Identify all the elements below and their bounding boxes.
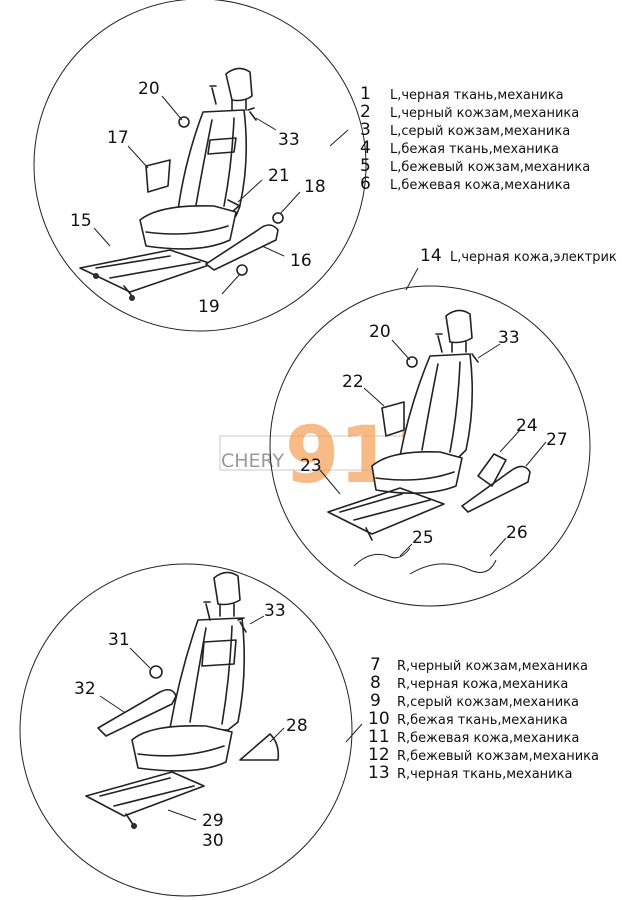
legend-top-num-1: 1 <box>360 84 371 104</box>
callout-bot-28: 28 <box>286 716 308 736</box>
hinge-cover-bottom <box>239 733 280 761</box>
callout-16: 16 <box>290 251 312 271</box>
legend-bottom-num-10: 10 <box>368 709 390 729</box>
side-trim <box>205 224 279 271</box>
legend-top-text-1: L,черная ткань,механика <box>390 88 564 103</box>
callout-21: 21 <box>268 166 290 186</box>
callout-18: 18 <box>304 177 326 197</box>
legend-bottom-num-12: 12 <box>368 745 390 765</box>
seat-frame-mid <box>327 487 445 535</box>
headrest-mid <box>445 309 473 344</box>
legend-bottom-text-11: R,бежевая кожа,механика <box>397 731 579 746</box>
seat-cushion <box>139 204 237 250</box>
legend-top-num-6: 6 <box>360 174 371 194</box>
legend-bottom-num-13: 13 <box>368 763 390 783</box>
legend-top: 1 L,черная ткань,механика 2 L,черный кож… <box>329 84 590 194</box>
hinge-cover <box>145 159 171 193</box>
headrest-bottom <box>213 571 241 606</box>
wire-harness-26 <box>409 559 497 575</box>
callout-bot-30: 30 <box>202 831 224 851</box>
legend-bottom-text-12: R,бежевый кожзам,механика <box>397 749 599 764</box>
seat-cushion-bottom <box>131 724 233 772</box>
circle-top <box>33 0 367 332</box>
legend-bottom-num-8: 8 <box>370 673 381 693</box>
legend-middle-num: 14 <box>420 246 442 266</box>
legend-middle-text: L,черная кожа,электрик <box>450 250 617 265</box>
legend-top-num-2: 2 <box>360 102 371 122</box>
callout-20: 20 <box>138 79 160 99</box>
circle-bottom <box>19 563 353 897</box>
callout-mid-20: 20 <box>369 322 391 342</box>
callout-17: 17 <box>107 128 129 148</box>
callout-mid-33: 33 <box>498 328 520 348</box>
legend-top-text-6: L,бежевая кожа,механика <box>390 178 571 193</box>
seat-rails-bottom <box>85 771 205 817</box>
callout-15: 15 <box>70 211 92 231</box>
legend-top-text-4: L,бежая ткань,механика <box>390 142 559 157</box>
callout-bot-33: 33 <box>264 601 286 621</box>
legend-top-num-3: 3 <box>360 120 371 140</box>
legend-bottom-text-7: R,черный кожзам,механика <box>397 659 588 674</box>
assembly-top-left-seat: 20 33 17 21 18 15 16 19 <box>33 0 367 332</box>
legend-bottom-num-7: 7 <box>370 655 381 675</box>
callout-mid-22: 22 <box>342 372 364 392</box>
legend-bottom-num-9: 9 <box>370 691 381 711</box>
seat-back-bottom <box>169 617 246 731</box>
side-trim-mid <box>461 465 531 513</box>
callout-bot-29: 29 <box>202 811 224 831</box>
callout-33: 33 <box>278 130 300 150</box>
callout-mid-27: 27 <box>546 430 568 450</box>
side-trim-bottom <box>97 688 177 737</box>
legend-bottom-text-9: R,серый кожзам,механика <box>397 695 579 710</box>
legend-bottom-text-8: R,черная кожа,механика <box>397 677 568 692</box>
legend-bottom-num-11: 11 <box>368 727 390 747</box>
legend-bottom-text-10: R,бежая ткань,механика <box>397 713 568 728</box>
legend-top-text-2: L,черный кожзам,механика <box>390 106 579 121</box>
legend-top-text-5: L,бежевый кожзам,механика <box>390 160 590 175</box>
side-cover-mid <box>381 401 405 437</box>
callout-19: 19 <box>198 297 220 317</box>
callout-mid-23: 23 <box>300 456 322 476</box>
assembly-middle-electric-seat: 20 33 22 24 27 23 25 26 <box>269 285 591 607</box>
legend-top-num-5: 5 <box>360 156 371 176</box>
callout-mid-25: 25 <box>412 528 434 548</box>
callout-mid-24: 24 <box>516 416 538 436</box>
callout-bot-32: 32 <box>74 679 96 699</box>
legend-bottom-text-13: R,черная ткань,механика <box>397 767 572 782</box>
legend-top-num-4: 4 <box>360 138 371 158</box>
headrest <box>225 67 253 102</box>
legend-top-text-3: L,серый кожзам,механика <box>390 124 570 139</box>
wire-harness-25 <box>353 547 411 567</box>
legend-bottom: 7 R,черный кожзам,механика 8 R,черная ко… <box>345 655 599 783</box>
callout-bot-31: 31 <box>108 630 130 650</box>
circle-middle <box>269 285 591 607</box>
watermark-brand: CHERY <box>221 450 285 472</box>
legend-middle: 14 L,черная кожа,электрик <box>405 246 617 291</box>
seat-cushion-mid <box>371 450 463 494</box>
callout-mid-26: 26 <box>506 523 528 543</box>
assembly-bottom-right-seat: 33 31 32 28 29 30 <box>19 563 353 897</box>
